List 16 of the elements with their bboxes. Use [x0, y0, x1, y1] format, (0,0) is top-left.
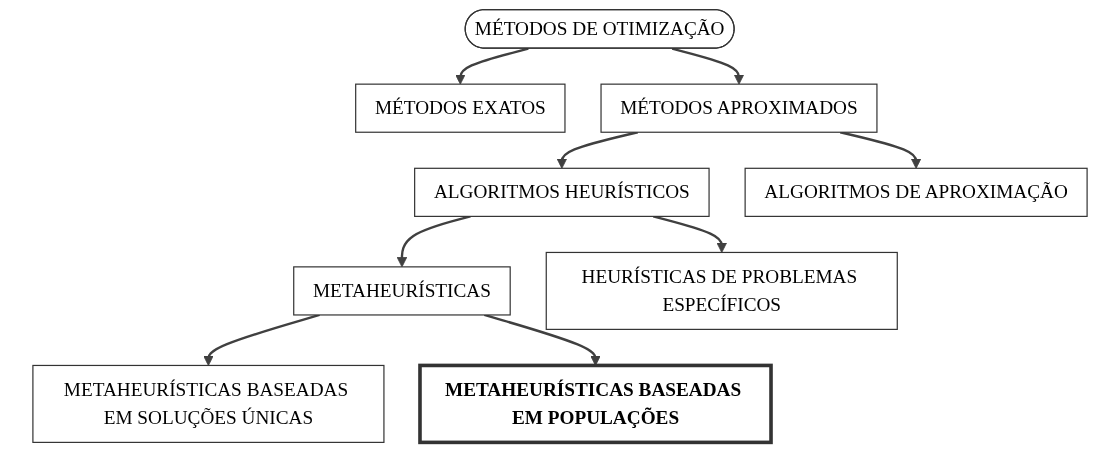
node-box: METAHEURÍSTICAS [293, 266, 511, 316]
node-box: METAHEURÍSTICAS BASEADAS EM SOLUÇÕES ÚNICAS [32, 364, 385, 443]
arrow [652, 215, 728, 253]
node-box: MÉTODOS EXATOS [355, 83, 566, 133]
node-box: MÉTODOS APROXIMADOS [600, 83, 878, 133]
arrow [396, 215, 471, 268]
arrow [484, 313, 601, 366]
arrow [455, 47, 529, 85]
node-box: ALGORITMOS DE APROXIMAÇÃO [744, 167, 1088, 217]
arrow [839, 131, 922, 169]
node-box: HEURÍSTICAS DE PROBLEMAS ESPECÍFICOS [545, 251, 898, 330]
node-box: METAHEURÍSTICAS BASEADAS EM POPULAÇÕES [418, 363, 773, 445]
arrow [203, 313, 320, 366]
node-box: ALGORITMOS HEURÍSTICOS [414, 167, 710, 217]
arrow [671, 47, 745, 85]
arrow [556, 131, 639, 169]
